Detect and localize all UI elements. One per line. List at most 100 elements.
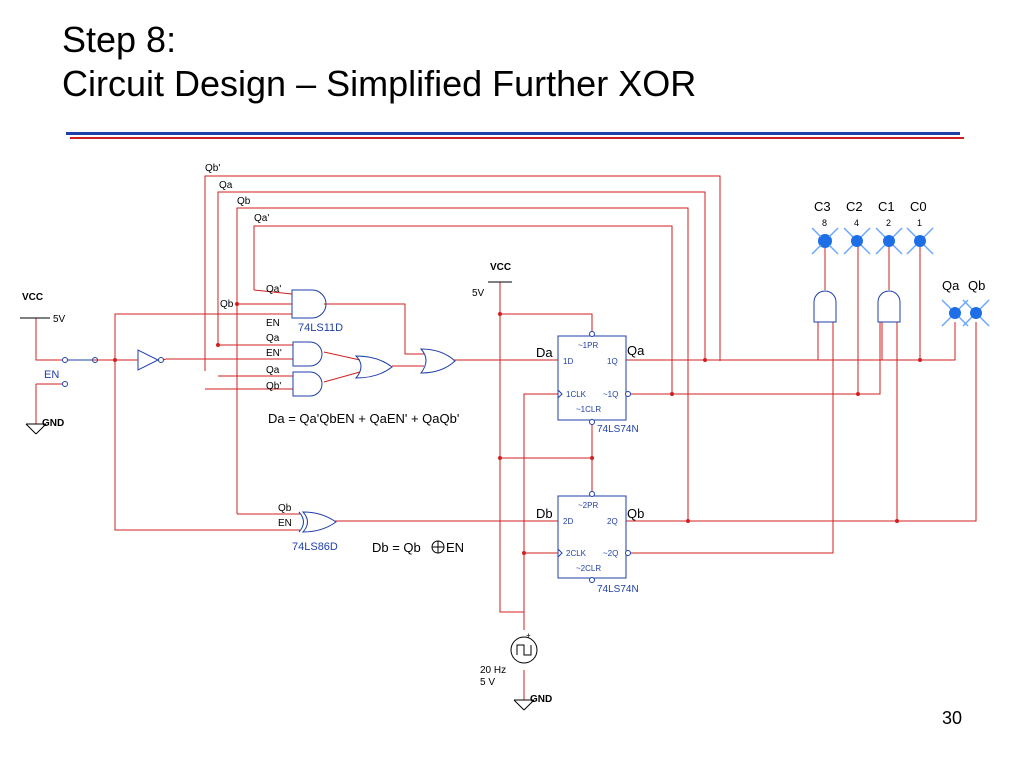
output-and-gate-c1	[877, 290, 901, 323]
gnd-left-label: GND	[42, 418, 64, 429]
led-c1-icon	[875, 227, 903, 255]
label-qa-not-top: Qa'	[254, 213, 269, 224]
ff2-pin-q: 2Q	[607, 517, 618, 526]
page-number: 30	[941, 708, 962, 728]
flipflop-2	[557, 491, 631, 583]
ff1-pin-clk: 1CLK	[566, 390, 587, 399]
wire-q1-out	[626, 246, 921, 361]
and2b-in-qb-not: Qb'	[266, 381, 281, 392]
junction-dot	[670, 392, 674, 396]
vcc-left-label: VCC	[22, 292, 43, 303]
ff2-pin-qn: ~2Q	[603, 549, 618, 558]
ff1-d-label: Da	[536, 345, 553, 360]
wire-vcc-mid	[499, 282, 524, 613]
output-name-c3: C3	[814, 199, 831, 214]
flipflop-1	[557, 331, 631, 425]
ff2-d-label: Db	[536, 506, 553, 521]
xor-in-qb: Qb	[278, 503, 292, 514]
wire-en-branch	[114, 313, 162, 360]
junction-dot	[113, 358, 117, 362]
ff2-q-label: Qb	[627, 506, 644, 521]
ff1-part-label: 74LS74N	[597, 424, 639, 435]
ff1-pin-clr: ~1CLR	[576, 405, 601, 414]
junction-dot	[216, 343, 220, 347]
wire-qb-loop	[236, 207, 689, 519]
clock-freq: 20 Hz	[480, 665, 506, 676]
led-c2-icon	[843, 227, 871, 255]
vcc-mid-value: 5V	[472, 288, 485, 299]
junction-dot	[235, 302, 239, 306]
led-c0-icon	[906, 227, 934, 255]
enable-switch[interactable]: EN	[44, 357, 98, 387]
and3-gate	[291, 289, 327, 319]
title-rule-blue	[66, 132, 960, 135]
title-line-1: Step 8:	[62, 19, 177, 60]
ff1-pin-d: 1D	[563, 357, 573, 366]
gnd-left-symbol: GND	[25, 418, 64, 435]
and2a-in-qa: Qa	[266, 333, 280, 344]
and2a-in-en-not: EN'	[266, 348, 282, 359]
label-qb-not-top: Qb'	[205, 163, 220, 174]
svg-text:+: +	[526, 631, 531, 640]
vcc-mid-label: VCC	[490, 262, 511, 273]
title-rule-red	[70, 137, 964, 139]
junction-dot	[522, 551, 526, 555]
wire-qb-not-loop	[204, 175, 721, 371]
ff2-pin-clk: 2CLK	[566, 549, 587, 558]
led-qb-icon	[962, 299, 990, 327]
wire-vcc-pr1	[500, 313, 593, 334]
output-name-c0: C0	[910, 199, 927, 214]
db-equation-right: EN	[446, 540, 464, 555]
ff1-pin-pr: ~1PR	[578, 341, 598, 350]
wire-and2b-out	[323, 371, 361, 383]
and2b-gate	[292, 371, 323, 397]
vcc-left-symbol: VCC 5V	[20, 292, 66, 325]
wire-and3-qa-not	[253, 289, 293, 295]
and2b-in-qa: Qa	[266, 365, 280, 376]
wire-en-down	[114, 360, 300, 531]
wire-q2-out	[626, 322, 977, 522]
or-gate-1	[354, 355, 393, 379]
junction-dot	[918, 358, 922, 362]
junction-dot	[703, 358, 707, 362]
junction-dot	[895, 519, 899, 523]
xor-in-en: EN	[278, 518, 292, 529]
db-equation-left: Db = Qb	[372, 540, 421, 555]
gnd-clock-label: GND	[530, 694, 552, 705]
output-and-gate-c3	[813, 290, 837, 323]
label-qb-top: Qb	[237, 196, 251, 207]
junction-dot	[686, 519, 690, 523]
wires	[35, 175, 977, 700]
gnd-clock-symbol: GND	[513, 694, 552, 711]
switch-label: EN	[44, 369, 59, 381]
vcc-mid-symbol: VCC 5V	[472, 262, 512, 299]
output-weight-c1: 2	[886, 218, 891, 228]
wire-qa-loop	[217, 191, 706, 361]
wire-pr-link	[500, 457, 593, 494]
and2a-gate	[292, 341, 323, 367]
output-leds	[811, 227, 990, 327]
led-qa-icon	[941, 299, 969, 327]
output-name-c1: C1	[878, 199, 895, 214]
output-name-c2: C2	[846, 199, 863, 214]
or-gate-2	[419, 348, 456, 374]
clock-source: +	[510, 631, 538, 664]
inverter-gate	[137, 349, 164, 371]
ff1-pin-qn: ~1Q	[603, 390, 618, 399]
slide-title: Step 8: Circuit Design – Simplified Furt…	[62, 18, 696, 106]
ff2-pin-d: 2D	[563, 517, 573, 526]
and3-in-en: EN	[266, 318, 280, 329]
output-weight-c3: 8	[822, 218, 827, 228]
junction-dot	[498, 456, 502, 460]
clock-amp: 5 V	[480, 677, 495, 688]
title-line-2: Circuit Design – Simplified Further XOR	[62, 63, 697, 104]
xor-symbol-icon	[431, 540, 445, 554]
state-led-qa-label: Qa	[942, 278, 960, 293]
ff2-pin-pr: ~2PR	[578, 501, 598, 510]
ff1-pin-q: 1Q	[607, 357, 618, 366]
ff2-pin-clr: ~2CLR	[576, 564, 601, 573]
wire-vcc-left	[35, 318, 62, 361]
and3-part-label: 74LS11D	[298, 322, 343, 334]
output-weight-c2: 4	[854, 218, 859, 228]
